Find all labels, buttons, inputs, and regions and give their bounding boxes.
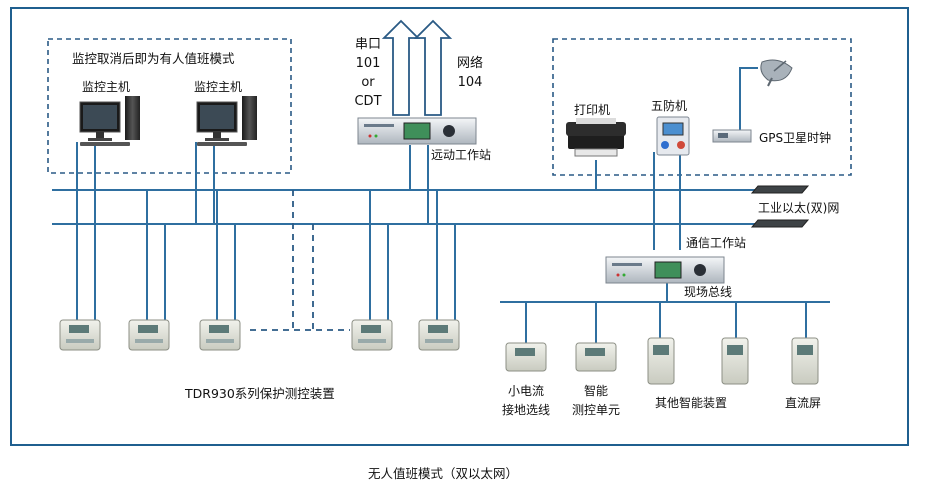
smart-unit-device-icon — [575, 342, 617, 372]
field-bus-label: 现场总线 — [684, 285, 733, 299]
serial-port-label: 串口 — [354, 37, 381, 52]
other-smart-label: 其他智能装置 — [655, 396, 728, 410]
serial-uplink-arrow — [381, 19, 421, 116]
printer-icon — [566, 118, 626, 157]
protocol-101-label: 101 — [355, 56, 381, 71]
other-smart-device-icon — [647, 337, 675, 385]
tdr-relay-5 — [418, 319, 460, 351]
protocol-cdt-label: CDT — [354, 94, 382, 109]
gps-satellite-dish-icon — [760, 59, 793, 87]
dashed-continuation — [250, 190, 350, 331]
small-current-device-icon — [505, 342, 547, 372]
remote-station-label: 远动工作站 — [431, 148, 492, 162]
monitor-host-1-label: 监控主机 — [82, 80, 131, 94]
small-current-label-line-2: 接地选线 — [501, 403, 550, 417]
mode-note-label: 监控取消后即为有人值班模式 — [72, 51, 235, 66]
comm-workstation-rack-icon — [605, 256, 725, 284]
monitor-host-2-label: 监控主机 — [194, 80, 243, 94]
network-uplink-arrow — [413, 19, 453, 116]
gps-clock-label: GPS卫星时钟 — [759, 131, 832, 145]
ethernet-switch-icons — [750, 185, 810, 228]
monitor-host-1-icon — [79, 96, 140, 146]
printer-label: 打印机 — [574, 103, 611, 117]
monitoring-area-box — [47, 38, 292, 174]
tdr-relay-4 — [351, 319, 393, 351]
smart-unit-label-line-1: 智能 — [583, 384, 608, 398]
gps-cable — [739, 67, 758, 130]
dc-panel-device-icon — [791, 337, 819, 385]
outer-frame — [10, 7, 909, 446]
network-label: 网络 — [456, 56, 483, 71]
tdr-relay-device-icons — [59, 319, 460, 351]
peripheral-area-box — [552, 38, 852, 176]
gps-clock-unit-icon — [712, 129, 752, 143]
tdr-relay-2 — [128, 319, 170, 351]
tdr-relay-3 — [199, 319, 241, 351]
five-defense-label: 五防机 — [651, 99, 688, 113]
field-device-icons — [505, 337, 819, 385]
industrial-ethernet-label: 工业以太(双)网 — [758, 201, 840, 215]
tdr-relay-1 — [59, 319, 101, 351]
comm-station-label: 通信工作站 — [686, 236, 747, 250]
five-defense-machine-icon — [656, 116, 690, 156]
small-current-label-line-1: 小电流 — [507, 384, 544, 398]
tdr-devices-label: TDR930系列保护测控装置 — [185, 386, 335, 401]
protocol-or-label: or — [361, 75, 375, 90]
remote-workstation-rack-icon — [357, 117, 477, 145]
connection-lines — [52, 142, 830, 343]
monitor-host-2-icon — [196, 96, 257, 146]
other-smart-device-2-icon — [721, 337, 749, 385]
uplink-arrows — [381, 19, 453, 116]
diagram-caption: 无人值班模式（双以太网） — [368, 466, 519, 481]
dc-panel-label: 直流屏 — [785, 396, 822, 410]
protocol-104-label: 104 — [457, 75, 483, 90]
smart-unit-label-line-2: 测控单元 — [571, 403, 620, 417]
